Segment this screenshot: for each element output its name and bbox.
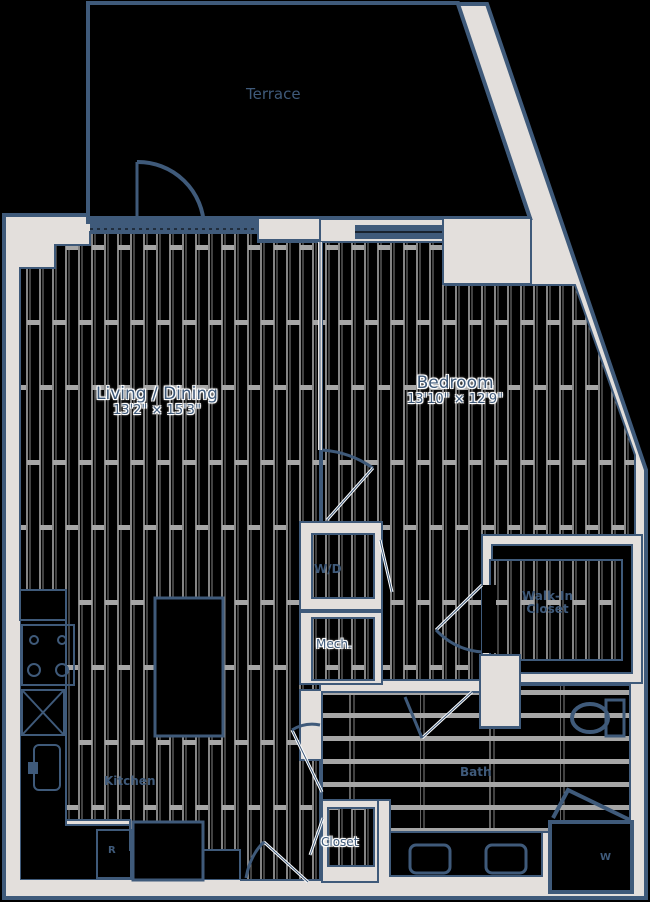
terrace-windows [90, 217, 532, 285]
shower [548, 787, 634, 894]
toilet-icon [570, 698, 626, 738]
wd-closet [299, 521, 394, 611]
bath-door[interactable] [403, 690, 474, 740]
mech-label: Mech. [316, 637, 352, 651]
stove-icon [21, 624, 75, 686]
sink-icon [408, 843, 452, 875]
living-dining-label: Living / Dining 13'2" × 15'3" [96, 385, 218, 418]
wd-label: W/D [314, 562, 342, 576]
pantry-cabinet [131, 820, 205, 882]
bedroom-label: Bedroom 13'10" × 12'9" [407, 374, 503, 407]
kitchen-label: Kitchen [104, 774, 156, 788]
walk-in-closet-label: Walk-In Closet [522, 589, 573, 617]
room-name: Living / Dining [96, 384, 218, 404]
kitchen-island [153, 596, 225, 738]
entry-closet [308, 799, 379, 883]
entry-door[interactable] [244, 840, 310, 884]
terrace-label: Terrace [246, 85, 301, 103]
mech-closet [299, 611, 383, 685]
walk-in-closet [434, 534, 643, 684]
vanity [389, 831, 543, 877]
dishwasher-icon [21, 689, 65, 736]
upper-cabinet [19, 589, 67, 621]
refrigerator-label: R [108, 845, 116, 856]
shower-label: W [600, 852, 612, 863]
terrace-door[interactable] [135, 159, 206, 228]
room-dimensions: 13'2" × 15'3" [113, 402, 201, 418]
bedroom-door[interactable] [318, 242, 375, 521]
room-dimensions: 13'10" × 12'9" [407, 391, 504, 407]
bath-wall-block [479, 654, 521, 728]
terrace [86, 0, 533, 220]
refrigerator [96, 829, 132, 879]
kitchen-sink-icon [28, 744, 61, 791]
sink-icon [484, 843, 528, 875]
closet-label: Closet [321, 835, 359, 849]
hall-door[interactable] [290, 722, 324, 793]
room-name: Bedroom [416, 373, 494, 393]
bath-label: Bath [460, 765, 492, 779]
